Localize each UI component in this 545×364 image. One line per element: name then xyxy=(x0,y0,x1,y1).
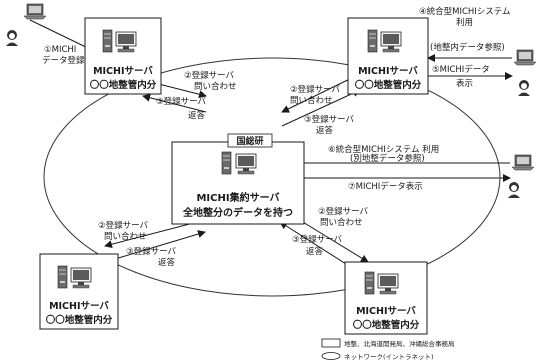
label-inquiry: 問い合わせ xyxy=(194,81,237,92)
server-tower-icon xyxy=(102,29,113,53)
person-icon xyxy=(6,30,18,46)
server-tower-icon xyxy=(364,271,375,295)
label-show-other: ⑦MICHIデータ表示 xyxy=(348,181,423,192)
label-use-local: 利用 xyxy=(456,17,473,28)
server-tower-icon xyxy=(57,265,68,289)
label-answer: ③登録サーバ xyxy=(126,246,177,257)
laptop-icon xyxy=(23,3,47,20)
server-box-bottom-left: MICHIサーバ 〇〇地整管内分 xyxy=(39,253,119,330)
label-inquiry: ②登録サーバ xyxy=(290,84,341,95)
server-region: 〇〇地整管内分 xyxy=(355,79,422,91)
center-server-desc: 全地整分のデータを持つ xyxy=(182,206,293,219)
arrow-ans-tr xyxy=(281,89,361,127)
label-answer: 返答 xyxy=(306,246,324,257)
legend-network-label: ネットワーク(イントラネット) xyxy=(344,353,434,361)
label-use-other: ⑥統合型MICHIシステム 利用 xyxy=(328,144,439,155)
arrow-reg-topleft xyxy=(29,19,93,51)
label-use-local: (地整内データ参照) xyxy=(430,42,505,53)
arrow-inq-tr xyxy=(281,73,361,113)
label-answer: ③登録サーバ xyxy=(292,234,343,245)
label-inquiry: 問い合わせ xyxy=(104,231,147,242)
monitor-icon xyxy=(115,31,137,53)
center-tag: 国総研 xyxy=(236,135,263,147)
label-answer: 返答 xyxy=(188,110,206,121)
network-ellipse xyxy=(43,57,501,297)
label-answer: 返答 xyxy=(158,257,176,268)
server-region: 〇〇地整管内分 xyxy=(90,79,157,91)
label-use-other: (別地整データ参照) xyxy=(350,153,425,164)
server-name: MICHIサーバ xyxy=(93,65,153,77)
label-inquiry: 問い合わせ xyxy=(290,95,333,106)
label-inquiry: ②登録サーバ xyxy=(318,206,369,217)
server-tower-icon xyxy=(221,151,232,175)
label-answer: ③登録サーバ xyxy=(304,114,355,125)
server-box-bottom-right: MICHIサーバ 〇〇地整管内分 xyxy=(344,261,428,335)
person-icon xyxy=(518,80,530,96)
arrow-ans-tl xyxy=(142,93,207,113)
server-tower-icon xyxy=(367,29,378,53)
label-use-local: ④統合型MICHIシステム xyxy=(419,6,511,17)
server-name: MICHIサーバ xyxy=(358,65,418,77)
label-registration: ①MICHI xyxy=(44,45,76,55)
label-registration: データ登録 xyxy=(42,55,85,66)
label-inquiry: ②登録サーバ xyxy=(184,70,235,81)
server-region: 〇〇地整管内分 xyxy=(46,314,113,326)
laptop-icon xyxy=(513,49,537,66)
server-name: MICHIサーバ xyxy=(49,300,109,312)
label-answer: 返答 xyxy=(316,125,334,136)
server-box-top-right: MICHIサーバ 〇〇地整管内分 xyxy=(347,17,429,95)
legend-box-label: 地整、北海道開発局、沖縄総合事務局 xyxy=(344,339,455,348)
label-answer: ③登録サーバ xyxy=(156,96,207,107)
monitor-icon xyxy=(235,153,257,175)
server-box-top-left: MICHIサーバ 〇〇地整管内分 xyxy=(84,17,162,95)
label-show-local: ⑤MICHIデータ xyxy=(432,64,490,75)
center-server-name: MICHI集約サーバ xyxy=(196,191,279,204)
label-inquiry: ②登録サーバ xyxy=(98,220,149,231)
laptop-icon xyxy=(511,154,535,171)
arrow-ans-bl xyxy=(104,230,206,263)
monitor-icon xyxy=(377,273,399,295)
legend: 地整、北海道開発局、沖縄総合事務局 ネットワーク(イントラネット) xyxy=(321,338,455,361)
label-show-local: 表示 xyxy=(456,78,473,89)
server-region: 〇〇地整管内分 xyxy=(353,319,420,331)
server-name: MICHIサーバ xyxy=(356,305,416,317)
monitor-icon xyxy=(380,31,402,53)
person-icon xyxy=(508,182,520,198)
center-aggregation-server: 国総研 MICHI集約サーバ 全地整分のデータを持つ xyxy=(171,133,305,225)
monitor-icon xyxy=(70,267,92,289)
label-inquiry: 問い合わせ xyxy=(320,217,363,228)
